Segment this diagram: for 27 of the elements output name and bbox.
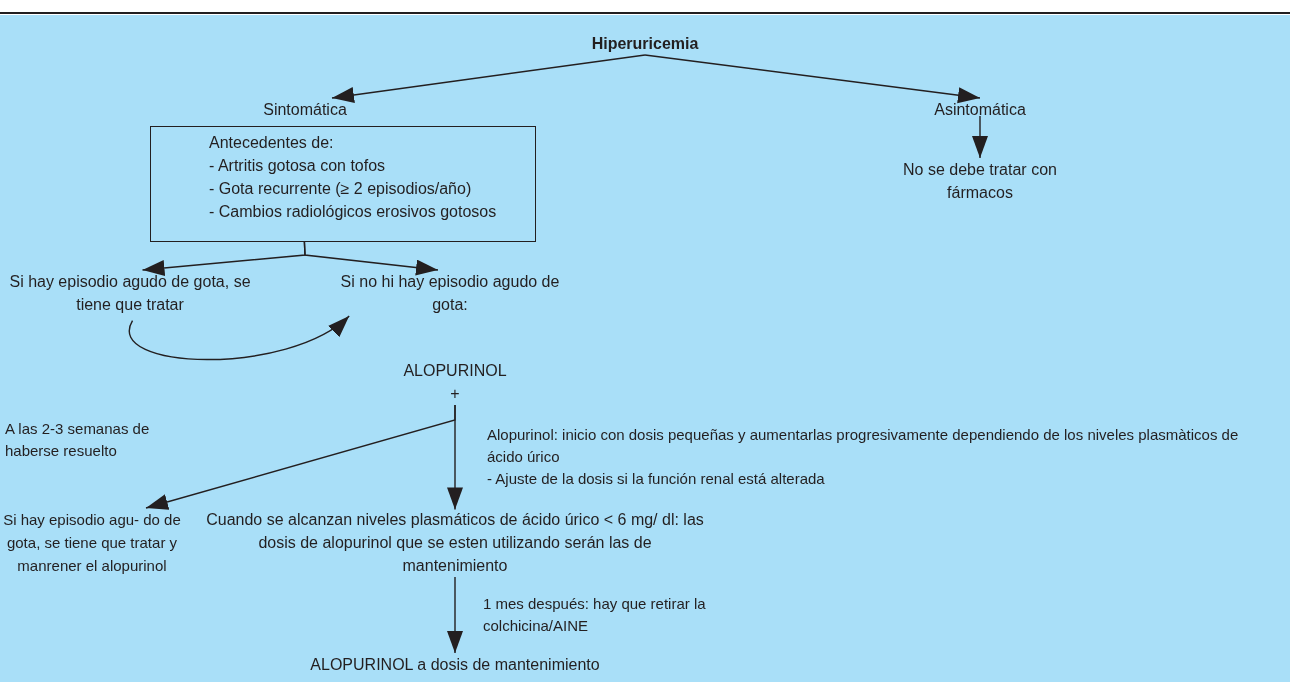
history-box: [150, 126, 536, 242]
arrow: [128, 315, 350, 361]
node-text: - Artritis gotosa con tofos: [209, 156, 387, 176]
node-text: Sintomática: [262, 100, 348, 120]
note-text: Alopurinol: inicio con dosis pequeñas y aumentarlas progresivamente dependiendo de los niveles plasmàticos de ácido úrico: [487, 425, 1240, 467]
node-text: ALOPURINOL a dosis de mantenimiento: [309, 655, 601, 675]
node-text: Hiperuricemia: [590, 34, 700, 54]
node-text: Si hay episodio agudo de gota, se tiene que tratar: [8, 272, 252, 315]
node-text: ALOPURINOL: [402, 361, 508, 381]
node-text: Antecedentes de:: [209, 133, 335, 153]
node-text: Si no hi hay episodio agudo de gota:: [339, 272, 561, 315]
node-text: No se debe tratar con fármacos: [902, 160, 1058, 203]
node-text: Si hay episodio agu- do de gota, se tiene que tratar y manrener el alopurinol: [2, 510, 182, 576]
node-text: Asintomática: [933, 100, 1027, 120]
note-text: A las 2-3 semanas de haberse resuelto: [5, 419, 151, 461]
arrow: [331, 54, 646, 103]
arrow: [972, 115, 988, 159]
node-text: - Cambios radiológicos erosivos gotosos: [209, 202, 498, 222]
edge-label: 1 mes después: hay que retirar la colchicina/AINE: [483, 594, 707, 636]
arrow: [447, 404, 463, 511]
node-text: Cuando se alcanzan niveles plasmáticos de ácido úrico < 6 mg/ dl: las dosis de alopurinol que se esten utilizando serán las de mantenimiento: [205, 510, 705, 576]
note-text: - Ajuste de la dosis si la función renal está alterada: [487, 469, 826, 489]
arrow: [644, 54, 981, 104]
arrow: [447, 576, 463, 654]
node-text: - Gota recurrente (≥ 2 episodios/año): [209, 179, 473, 199]
node-text: +: [449, 384, 461, 404]
arrow: [303, 241, 439, 276]
